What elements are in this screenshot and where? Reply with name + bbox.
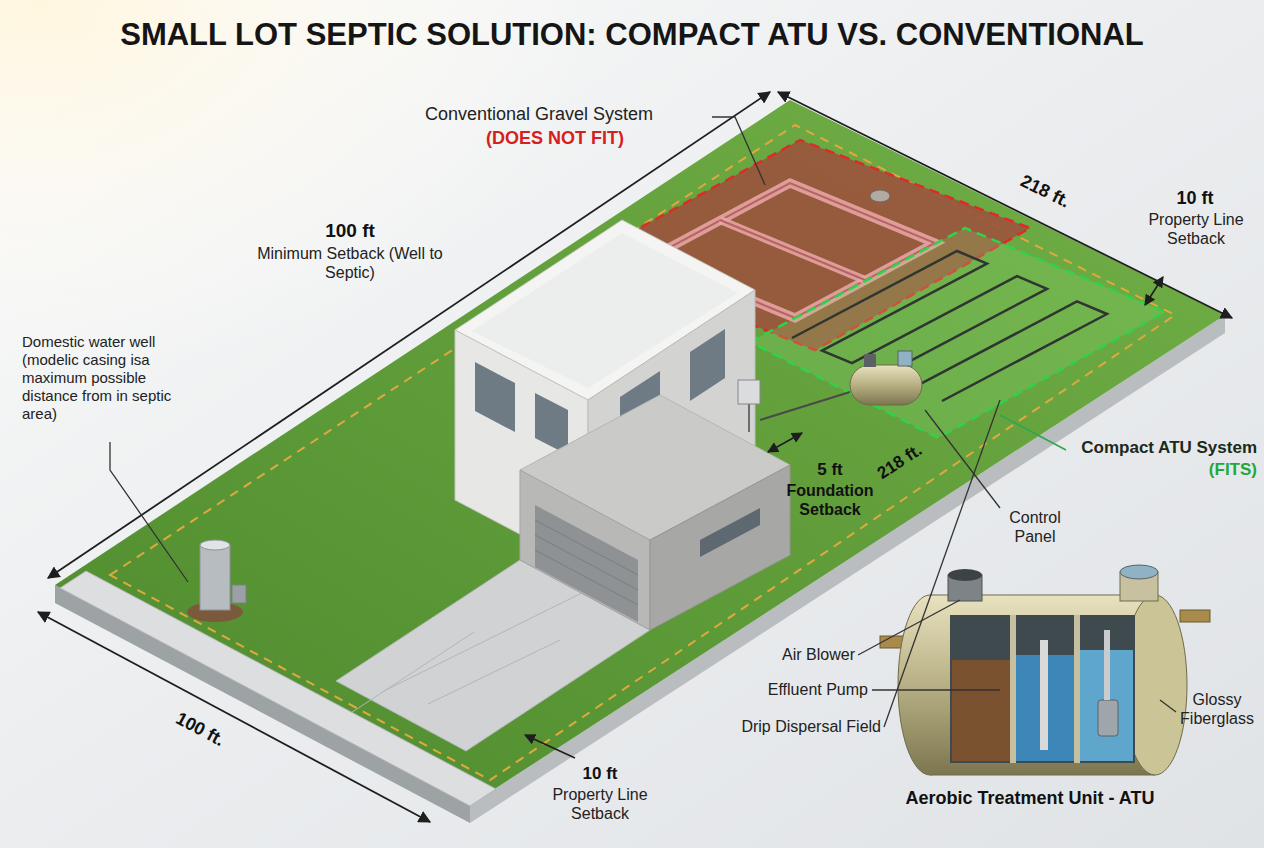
door-panel-line: [535, 535, 638, 590]
callout-label: Foundation Setback: [778, 481, 882, 519]
garage-front-wall: [520, 470, 650, 630]
leader-line: [110, 442, 188, 582]
well-cap: [200, 540, 230, 550]
gravel-trench: [720, 220, 865, 280]
atu-tank: [850, 365, 922, 405]
status-label: (DOES NOT FIT): [480, 128, 630, 150]
dimension-label: 218 ft.: [861, 432, 939, 493]
gravel-pipe: [720, 220, 865, 280]
outlet-pipe: [1180, 610, 1210, 622]
pump-riser-pipe: [1104, 630, 1110, 700]
tank-baffle: [1074, 615, 1080, 763]
dimension-label: 5 ft: [790, 460, 870, 480]
dimension-label: 100 ft.: [160, 701, 241, 758]
tank-riser: [898, 351, 912, 366]
sewer-pipe: [760, 392, 850, 420]
tank-interior: [950, 615, 1135, 763]
tank-baffle: [1010, 615, 1016, 763]
part-name: Drip Dispersal Field: [725, 717, 881, 736]
leader-line: [872, 689, 1000, 690]
callout-label: Property Line Setback: [1135, 210, 1257, 248]
garage-door: [535, 505, 638, 622]
control-panel-box: [738, 380, 760, 404]
dimension-label: 10 ft: [565, 764, 635, 784]
window: [690, 329, 725, 401]
dimension-label: 100 ft: [265, 220, 435, 243]
garage-side-wall: [650, 465, 790, 630]
dimension-line: [38, 612, 430, 822]
status-label: (FITS): [1062, 460, 1257, 480]
dimension-label: 10 ft: [1140, 188, 1250, 210]
part-name: Air Blower: [770, 645, 855, 664]
atu-field-outline: [750, 228, 1165, 438]
dimension-label: 218 ft.: [1004, 165, 1085, 219]
door-panel-line: [535, 520, 638, 575]
leader-line: [712, 117, 765, 185]
part-name: Effluent Pump: [750, 680, 868, 699]
leader-line: [1000, 415, 1066, 450]
tank-edge: [930, 775, 1155, 776]
tank-riser: [864, 354, 876, 367]
setback-line: [110, 125, 1175, 780]
driveway-joint: [382, 578, 612, 692]
leader-line: [925, 410, 1000, 508]
driveway-joint: [428, 640, 560, 704]
door-panel-line: [535, 550, 638, 605]
part-name: Control Panel: [995, 508, 1075, 546]
lot-grass: [55, 100, 1225, 805]
window: [475, 362, 515, 432]
leader-line: [1160, 700, 1176, 712]
dimension-line: [48, 92, 770, 578]
riser-lid: [1120, 565, 1158, 579]
figure-caption: Aerobic Treatment Unit - ATU: [880, 788, 1180, 810]
callout-label: Minimum Setback (Well to Septic): [255, 244, 445, 282]
leader-line: [858, 600, 960, 655]
well-box: [232, 585, 246, 603]
callout-label: Domestic water well (modelic casing isa …: [22, 333, 172, 423]
drip-line: [792, 251, 1107, 401]
effluent-pump: [1098, 700, 1118, 736]
window: [535, 393, 568, 455]
sludge-chamber: [952, 660, 1010, 761]
tank-body: [930, 595, 1155, 775]
setback-arrow: [1145, 277, 1163, 305]
well-casing: [200, 545, 230, 610]
callout-label: Conventional Gravel System: [425, 104, 715, 126]
sidewalk: [60, 571, 496, 806]
riser-lid: [948, 569, 982, 581]
setback-arrow: [525, 735, 575, 758]
diagram-title: SMALL LOT SEPTIC SOLUTION: COMPACT ATU V…: [12, 16, 1252, 53]
panel-post: [748, 402, 750, 432]
window: [700, 508, 760, 557]
callout-label: Compact ATU System: [1062, 438, 1257, 458]
diffuser-pipe: [1040, 640, 1048, 750]
part-name: Glossy Fiberglass: [1176, 690, 1258, 728]
callout-label: Property Line Setback: [530, 785, 670, 823]
setback-arrow: [768, 433, 802, 452]
distribution-box: [870, 190, 890, 202]
dimension-line: [778, 92, 1232, 318]
drip-lines: [792, 251, 1107, 401]
